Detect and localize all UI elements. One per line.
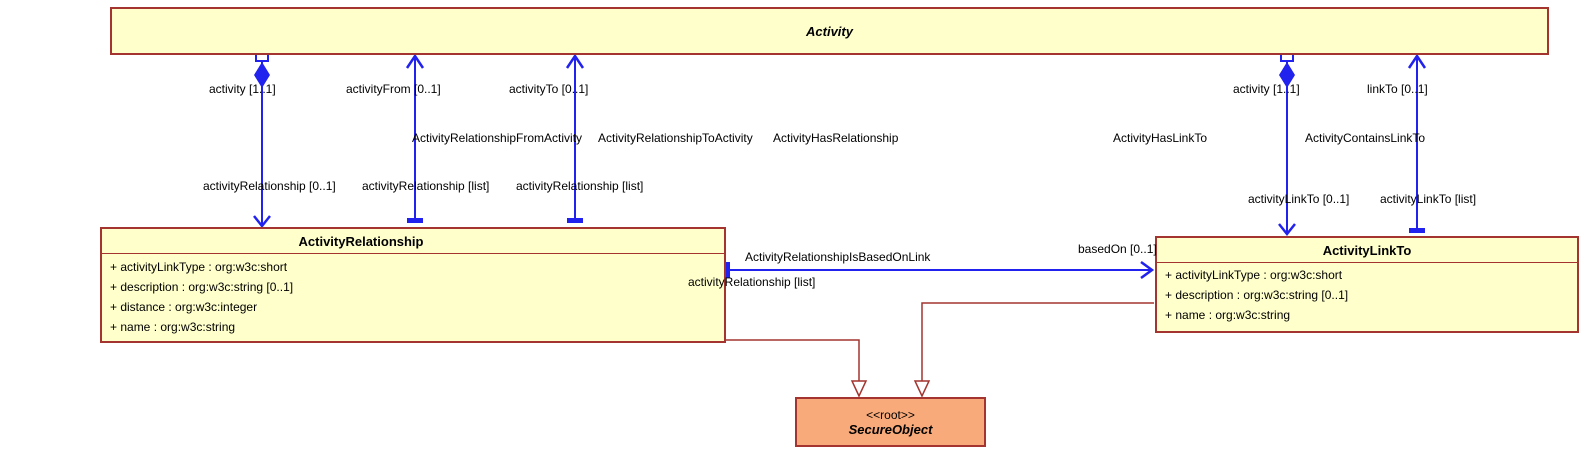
class-title: ActivityLinkTo	[1322, 242, 1412, 258]
attribute: + name : org:w3c:string	[110, 320, 236, 334]
role-label-activity-from: activityFrom [0..1]	[346, 82, 441, 96]
open-arrowhead-up-icon	[1407, 53, 1427, 69]
association-label-has-relationship: ActivityHasRelationship	[773, 131, 899, 145]
open-arrowhead-up-icon	[405, 53, 425, 69]
class-activity-linkto[interactable]: ActivityLinkTo + activityLinkType : org:…	[1155, 236, 1579, 333]
role-label-activity-relationship-list-1: activityRelationship [list]	[362, 179, 490, 193]
role-label-activity-linkto-01: activityLinkTo [0..1]	[1248, 192, 1350, 206]
open-arrowhead-down-icon	[253, 215, 271, 229]
role-label-based-on: basedOn [0..1]	[1078, 242, 1157, 256]
class-secure-object[interactable]: <<root>> SecureObject	[795, 397, 986, 447]
attribute: + distance : org:w3c:integer	[110, 300, 258, 314]
tbar-end-icon	[1409, 228, 1425, 233]
class-activity[interactable]: Activity	[110, 7, 1549, 55]
generalization-triangle-icon	[850, 380, 868, 398]
association-label-contains-linkto: ActivityContainsLinkTo	[1305, 131, 1426, 145]
attribute: + description : org:w3c:string [0..1]	[1165, 288, 1349, 302]
generalization-triangle-icon	[913, 380, 931, 398]
role-label-linkto-01: linkTo [0..1]	[1367, 82, 1428, 96]
tbar-end-icon	[407, 218, 423, 223]
role-label-activity-linkto-list: activityLinkTo [list]	[1380, 192, 1477, 206]
association-label-to-activity: ActivityRelationshipToActivity	[598, 131, 753, 145]
attribute: + activityLinkType : org:w3c:short	[1165, 268, 1343, 282]
role-label-activity-to: activityTo [0..1]	[509, 82, 589, 96]
class-title: Activity	[806, 23, 853, 39]
role-label-activity-relationship-list-3: activityRelationship [list]	[688, 275, 816, 289]
attribute: + name : org:w3c:string	[1165, 308, 1291, 322]
tbar-end-icon	[567, 218, 583, 223]
class-title: SecureObject	[848, 421, 933, 437]
attribute: + activityLinkType : org:w3c:short	[110, 260, 288, 274]
class-activity-relationship[interactable]: ActivityRelationship + activityLinkType …	[100, 227, 726, 343]
generalization-linkto-secureobject	[913, 302, 1154, 398]
role-label-activity-relationship-01: activityRelationship [0..1]	[203, 179, 336, 193]
attribute: + description : org:w3c:string [0..1]	[110, 280, 294, 294]
composition-connector-activity-relationship	[253, 48, 271, 229]
open-arrowhead-up-icon	[565, 53, 585, 69]
open-arrowhead-down-icon	[1278, 223, 1296, 237]
composition-connector-activity-linkto	[1278, 48, 1296, 237]
association-label-has-linkto: ActivityHasLinkTo	[1113, 131, 1208, 145]
class-title: ActivityRelationship	[298, 233, 424, 249]
stereotype-label: <<root>>	[866, 407, 915, 422]
association-label-from-activity: ActivityRelationshipFromActivity	[412, 131, 583, 145]
association-label-is-based-on-link: ActivityRelationshipIsBasedOnLink	[745, 250, 931, 264]
role-label-activity-left: activity [1..1]	[209, 82, 276, 96]
open-arrowhead-right-icon	[1140, 260, 1155, 280]
role-label-activity-right: activity [1..1]	[1233, 82, 1300, 96]
role-label-activity-relationship-list-2: activityRelationship [list]	[516, 179, 644, 193]
generalization-relationship-secureobject	[724, 339, 868, 398]
